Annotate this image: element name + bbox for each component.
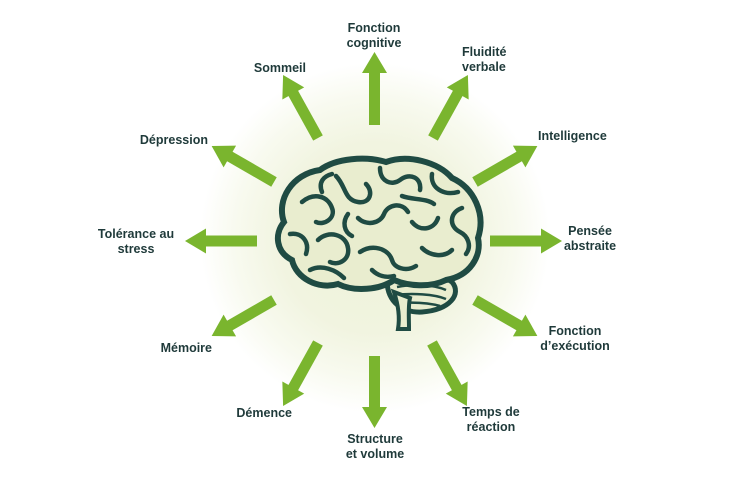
arrow-fluidite-verbale [428,75,469,141]
arrow-temps-reaction [427,340,468,406]
brain-icon [274,155,484,331]
arrow-demence [282,340,323,406]
label-fluidite-verbale: Fluidité verbale [462,45,507,74]
arrow-tolerance-stress [185,228,257,254]
arrow-depression [211,145,277,187]
label-fonction-execution: Fonction d’exécution [540,324,610,353]
label-tolerance-stress: Tolérance au stress [97,227,175,256]
label-demence: Démence [236,406,292,420]
label-memoire: Mémoire [160,341,212,355]
arrow-structure-volume [362,356,387,428]
label-temps-reaction: Temps de réaction [462,405,520,434]
arrow-fonction-execution [472,295,538,337]
label-sommeil: Sommeil [253,61,306,75]
label-depression: Dépression [139,133,208,147]
label-fonction-cognitive: Fonction cognitive [346,21,402,50]
label-intelligence: Intelligence [538,129,607,143]
label-structure-volume: Structure et volume [345,432,405,461]
arrow-fonction-cognitive [362,52,387,125]
arrow-memoire [211,295,277,337]
arrow-intelligence [472,145,538,187]
arrow-pensee-abstraite [490,228,562,254]
label-pensee-abstraite: Pensée abstraite [563,224,617,253]
arrow-sommeil [282,75,323,141]
